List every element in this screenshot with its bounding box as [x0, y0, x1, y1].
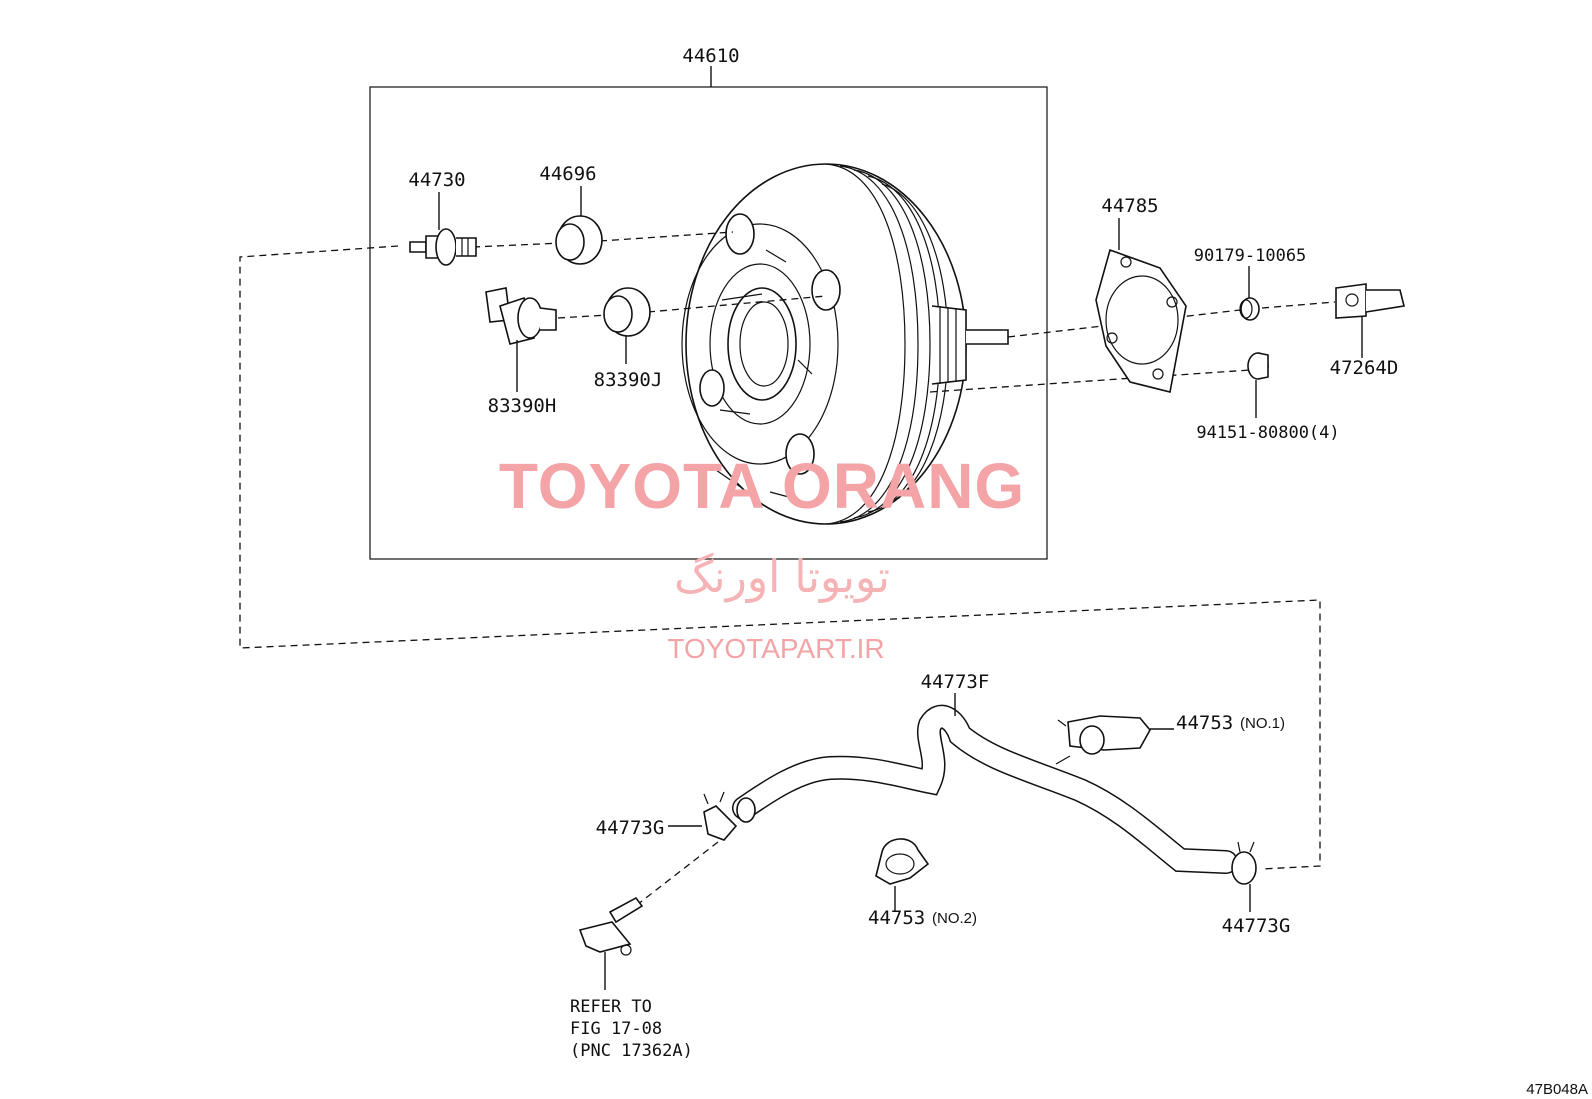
- grommet-top-part: [555, 215, 603, 265]
- clip-no2-part: [875, 838, 930, 885]
- brake-booster: [681, 163, 1009, 525]
- gasket-part: [1095, 248, 1187, 393]
- watermark-persian: تویوتا اورنگ: [674, 552, 890, 603]
- label-clamp-right: 44773G: [1222, 915, 1291, 937]
- reference-line2: FIG 17-08: [570, 1019, 662, 1039]
- dash-grommet-hole: [599, 231, 734, 242]
- watermark-url: TOYOTAPART.IR: [667, 633, 884, 664]
- assembly-frame: [369, 86, 1048, 560]
- label-assembly: 44610: [682, 45, 739, 67]
- label-nut: 90179-10065: [1194, 246, 1307, 266]
- label-clip1: 44753: [1176, 712, 1233, 734]
- label-grommet-low: 83390J: [594, 369, 663, 391]
- clamp-left-part: [703, 791, 738, 841]
- vacuum-sensor-part: [485, 287, 557, 345]
- diagram-code: 47B048A: [1526, 1081, 1588, 1098]
- watermark-brand: TOYOTA ORANG: [499, 450, 1025, 522]
- label-clamp-left: 44773G: [596, 817, 665, 839]
- label-clip2: 44753: [868, 907, 925, 929]
- check-valve-part: [409, 228, 477, 266]
- dash-nut-clevis: [1261, 301, 1336, 309]
- label-gasket: 44785: [1101, 195, 1158, 217]
- label-sensor: 83390H: [488, 395, 557, 417]
- vacuum-hose-part: [732, 704, 1238, 874]
- label-clevis: 47264D: [1330, 357, 1399, 379]
- dash-clamp-ref: [619, 841, 719, 919]
- nut-part: [1239, 297, 1260, 321]
- dash-stud-pin: [929, 369, 1251, 393]
- label-grommet-top: 44696: [539, 163, 596, 185]
- clamp-right-part: [1231, 841, 1257, 885]
- dash-grommet-hole2: [647, 295, 827, 313]
- label-valve: 44730: [408, 169, 465, 191]
- grommet-low-part: [603, 287, 651, 337]
- label-hose: 44773F: [921, 671, 990, 693]
- label-clip1-note: (NO.1): [1240, 715, 1285, 732]
- reference-line1: REFER TO: [570, 997, 652, 1017]
- dash-rod-nut: [1007, 309, 1241, 338]
- label-pin: 94151-80800(4): [1196, 423, 1339, 443]
- dash-sensor-grommet: [557, 314, 609, 319]
- dash-valve-grommet: [472, 242, 563, 248]
- clip-no1-part: [1055, 715, 1151, 765]
- reference-fitting: [578, 896, 644, 956]
- reference-line3: (PNC 17362A): [570, 1041, 693, 1061]
- label-clip2-note: (NO.2): [932, 910, 977, 927]
- pin-part: [1247, 352, 1269, 380]
- clevis-part: [1335, 283, 1405, 319]
